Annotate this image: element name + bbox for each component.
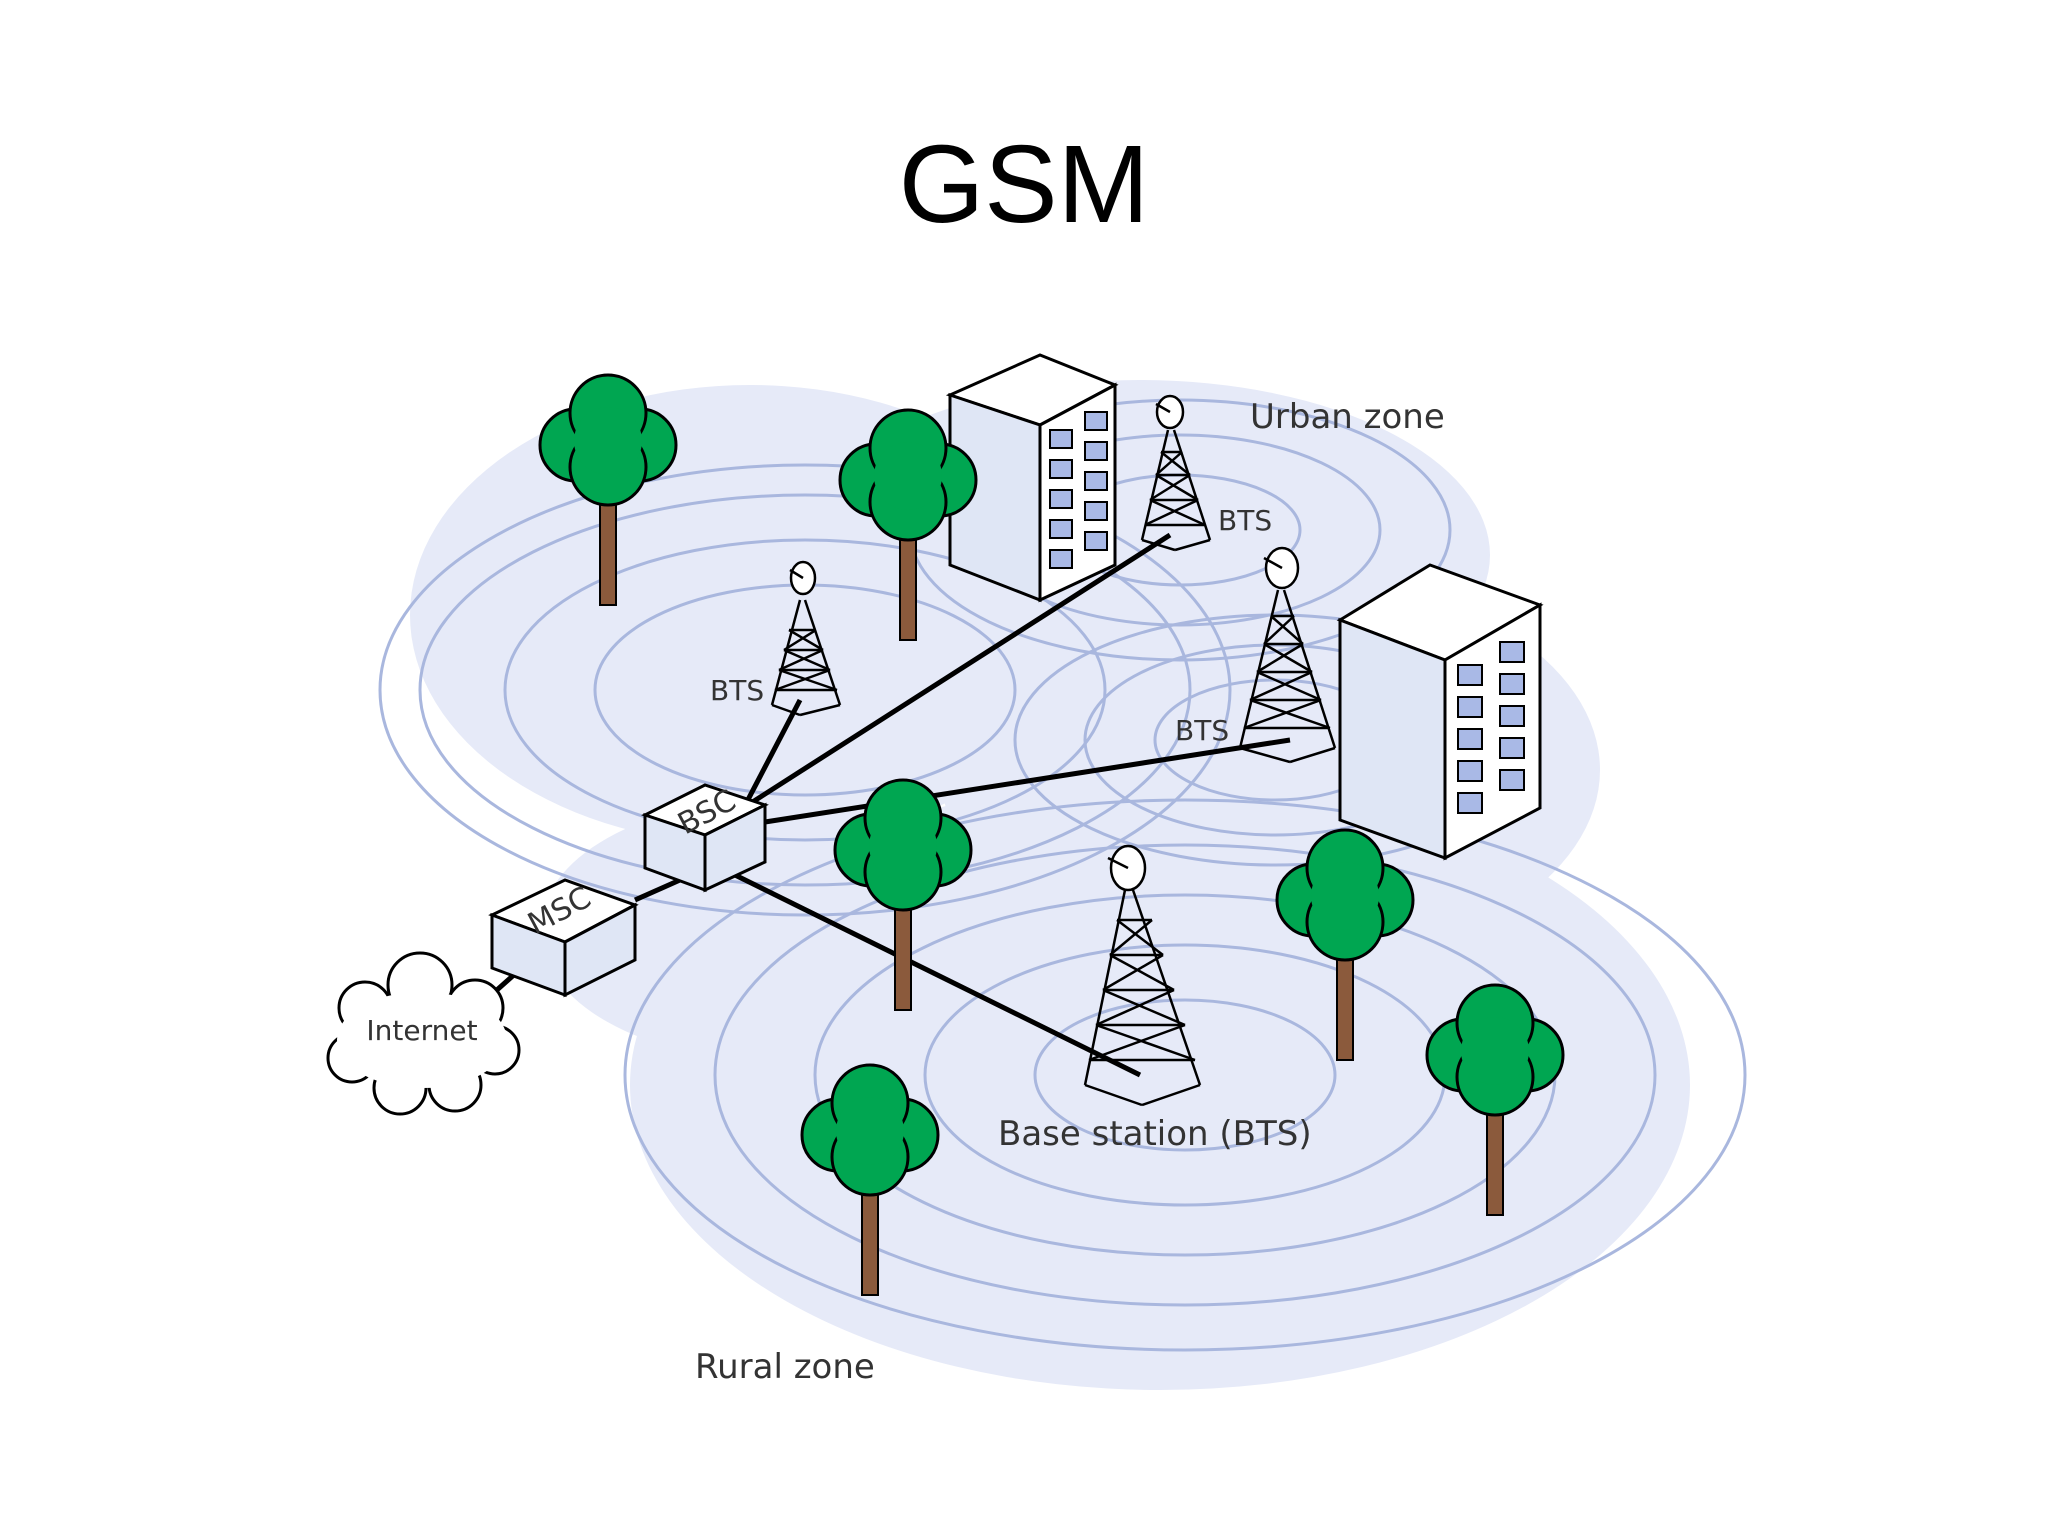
bts-tower-2 xyxy=(1140,394,1212,552)
internet-label: Internet xyxy=(366,1014,477,1047)
bts-tower-main xyxy=(1083,844,1202,1107)
building-2 xyxy=(1336,563,1544,861)
link-bsc-bts-3 xyxy=(764,737,1291,825)
link-bsc-msc xyxy=(633,877,682,903)
link-bsc-bts-main xyxy=(733,872,1142,1078)
bts-3-label: BTS xyxy=(1175,714,1229,747)
bts-tower-1 xyxy=(770,560,842,717)
internet-cloud xyxy=(326,951,521,1116)
msc-node xyxy=(488,878,639,998)
rural-zone-label: Rural zone xyxy=(695,1347,875,1387)
bts-main-label: Base station (BTS) xyxy=(998,1114,1312,1154)
bsc-node xyxy=(641,783,769,893)
bts-1-label: BTS xyxy=(710,674,764,707)
bts-tower-3 xyxy=(1238,546,1337,764)
link-bsc-bts-2 xyxy=(738,532,1172,813)
urban-zone-label: Urban zone xyxy=(1250,397,1445,437)
slide-title: GSM xyxy=(898,123,1150,246)
link-bsc-bts-1 xyxy=(737,698,803,817)
bts-2-label: BTS xyxy=(1218,504,1272,537)
building-1 xyxy=(945,353,1119,603)
